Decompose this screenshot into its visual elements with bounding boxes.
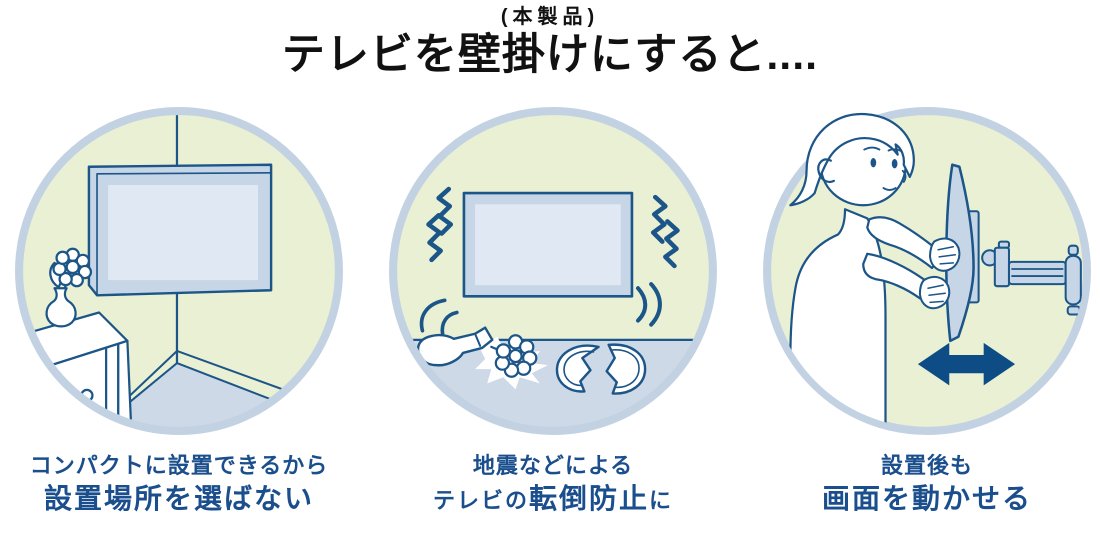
- circle-ring: [763, 107, 1091, 436]
- caption-line2: 設置場所を選ばない: [12, 484, 346, 515]
- caption: コンパクトに設置できるから 設置場所を選ばない: [12, 453, 346, 515]
- right-eye: [891, 159, 898, 169]
- arm-knob-bottom: [1066, 305, 1081, 316]
- circle-ring: [389, 107, 717, 436]
- flower: [52, 247, 93, 288]
- broken-plate: [555, 343, 647, 395]
- hands: [918, 237, 961, 310]
- fall-arc: [419, 298, 447, 333]
- wall-tv: [87, 163, 273, 297]
- shaking-tv: [462, 191, 634, 298]
- caption-line1: 設置後も: [880, 453, 973, 479]
- fallen-flower: [490, 334, 538, 379]
- panel-fall-prevention: 地震などによる テレビの転倒防止に: [386, 104, 720, 531]
- panel-compact-installation: コンパクトに設置できるから 設置場所を選ばない: [12, 104, 346, 531]
- caption-line2: 画面を動かせる: [760, 484, 1094, 515]
- double-arrow-icon: [917, 343, 1016, 386]
- caption: 地震などによる テレビの転倒防止に: [386, 453, 720, 515]
- mouth: [882, 187, 897, 192]
- caption-line1: 地震などによる: [472, 453, 634, 479]
- flower-vase: [45, 247, 93, 328]
- caption-line2-pre: テレビの: [432, 488, 529, 514]
- tv-swivel-illustration: [763, 107, 1091, 436]
- circle-ring: [15, 107, 343, 436]
- tv-screen: [108, 185, 258, 281]
- eyebrows: [863, 146, 903, 153]
- page-title: テレビを壁掛けにすると....: [281, 31, 819, 79]
- panel-movable-screen: 設置後も 画面を動かせる: [760, 104, 1094, 531]
- earthquake-tv-illustration: [389, 107, 717, 436]
- tv-screen: [475, 204, 621, 286]
- ear: [817, 158, 835, 184]
- caption-line2-bold: 設置場所を選ばない: [43, 483, 314, 515]
- caption-line2-post: に: [649, 488, 674, 514]
- vibration-marks: [426, 186, 680, 327]
- hair: [789, 113, 915, 207]
- caption: 設置後も 画面を動かせる: [760, 453, 1094, 515]
- lower-arm: [862, 252, 930, 300]
- fall-arc: [440, 310, 459, 337]
- corner-room-illustration: [15, 107, 343, 436]
- arm-knob-top: [1067, 244, 1079, 256]
- left-eye: [870, 158, 877, 168]
- caption-line2-bold: 転倒防止: [528, 483, 649, 515]
- sway-arc: [635, 286, 648, 323]
- nose: [901, 170, 907, 184]
- product-note: (本製品): [500, 6, 600, 28]
- benefits-row: コンパクトに設置できるから 設置場所を選ばない: [0, 104, 1100, 531]
- sway-arc: [649, 282, 662, 327]
- caption-line1: コンパクトに設置できるから: [29, 453, 329, 479]
- floor: [66, 363, 336, 429]
- caption-line2-bold: 画面を動かせる: [821, 483, 1032, 515]
- wall-post: [1064, 254, 1082, 306]
- caption-line2: テレビの転倒防止に: [386, 484, 720, 515]
- page-header: (本製品) テレビを壁掛けにすると....: [0, 0, 1100, 79]
- fallen-vase: [416, 298, 494, 367]
- vase: [45, 287, 77, 328]
- person-head: [789, 113, 915, 207]
